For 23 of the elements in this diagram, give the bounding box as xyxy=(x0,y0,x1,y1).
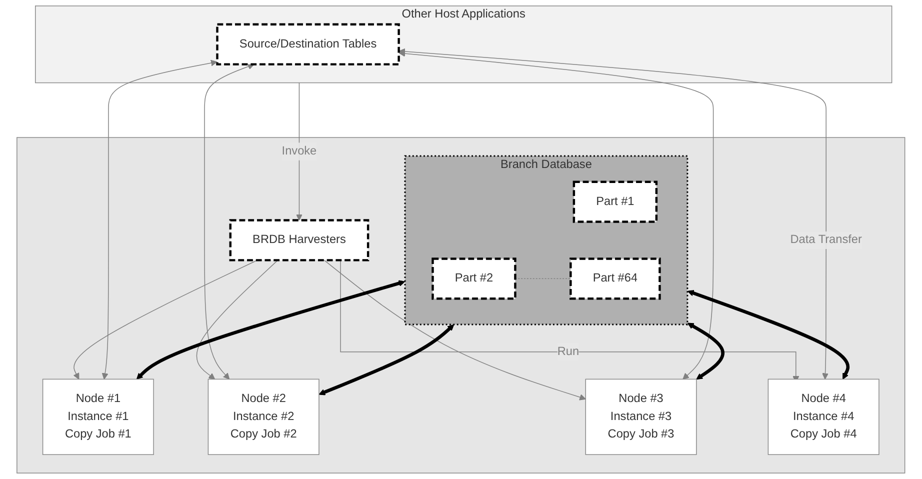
arrow xyxy=(204,63,254,380)
cluster xyxy=(16,137,906,474)
node-box: BRDB Harvesters xyxy=(229,219,370,262)
node-box: Source/Destination Tables xyxy=(216,23,400,66)
node-box: Part #64 xyxy=(570,258,661,300)
node-box: Node #1 Instance #1 Copy Job #1 xyxy=(42,378,154,455)
edge-label: Invoke xyxy=(282,144,317,158)
node-box: Part #1 xyxy=(572,180,658,223)
edge-label: Data Transfer xyxy=(790,234,862,246)
arrow xyxy=(102,60,218,380)
arrow xyxy=(324,260,586,400)
edge-label: Run xyxy=(557,345,580,358)
arrow xyxy=(398,50,714,380)
node-box: Node #4 Instance #4 Copy Job #4 xyxy=(768,378,880,455)
node-box: Node #2 Instance #2 Copy Job #2 xyxy=(208,378,320,455)
node-box: Node #3 Instance #3 Copy Job #3 xyxy=(585,378,697,455)
arrow xyxy=(688,322,725,380)
arrow xyxy=(136,280,406,380)
arrow xyxy=(196,260,278,380)
arrow xyxy=(398,48,829,380)
arrow xyxy=(688,290,850,380)
node-box: Part #2 xyxy=(432,258,516,300)
arrow xyxy=(318,324,454,396)
